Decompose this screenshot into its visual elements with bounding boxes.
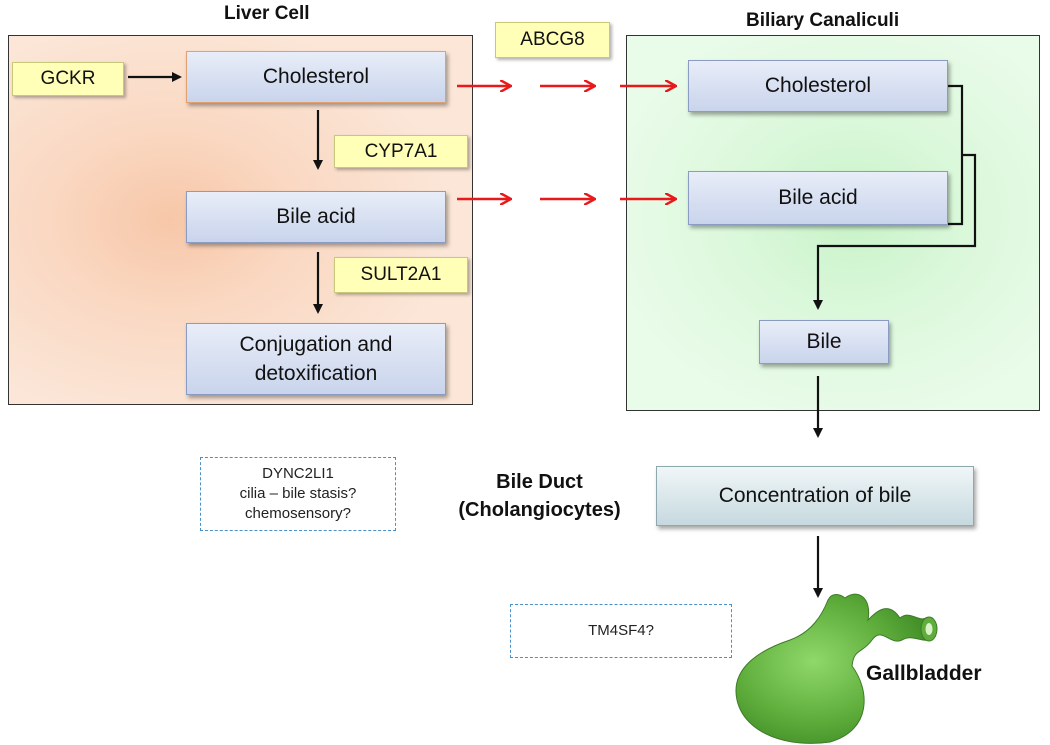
conjugation-box: Conjugation and detoxification [186, 323, 446, 395]
gckr-gene-label: GCKR [12, 62, 124, 96]
abcg8-gene-label: ABCG8 [495, 22, 610, 58]
biliary-bile-acid-box: Bile acid [688, 171, 948, 225]
sult2a1-gene-label: SULT2A1 [334, 257, 468, 293]
abcg8-text: ABCG8 [520, 29, 585, 50]
biliary-canaliculi-title: Biliary Canaliculi [746, 10, 900, 31]
tm4sf4-text: TM4SF4? [588, 621, 654, 639]
concentration-of-bile-box: Concentration of bile [656, 466, 974, 526]
arrow-merge-to-bile [813, 153, 977, 310]
concentration-label: Concentration of bile [718, 484, 912, 508]
dync2li1-line2: cilia – bile stasis? [239, 484, 357, 502]
liver-cell-title: Liver Cell [224, 3, 310, 24]
sult2a1-text: SULT2A1 [360, 264, 442, 285]
bile-box: Bile [759, 320, 889, 364]
conjugation-label-line2: detoxification [254, 362, 378, 385]
liver-cholesterol-box: Cholesterol [186, 51, 446, 103]
liver-cholesterol-label: Cholesterol [262, 65, 370, 89]
gallbladder-illustration [735, 593, 938, 744]
liver-bile-acid-box: Bile acid [186, 191, 446, 243]
bile-duct-title-line2: (Cholangiocytes) [458, 499, 621, 521]
conjugation-label-line1: Conjugation and [239, 332, 393, 356]
cyp7a1-gene-label: CYP7A1 [334, 135, 468, 168]
cyp7a1-text: CYP7A1 [364, 140, 438, 162]
liver-bile-acid-label: Bile acid [276, 205, 356, 229]
biliary-cholesterol-box: Cholesterol [688, 60, 948, 112]
merge-bracket [948, 84, 964, 226]
tm4sf4-note: TM4SF4? [510, 604, 732, 658]
dync2li1-line3: chemosensory? [245, 505, 351, 523]
biliary-cholesterol-label: Cholesterol [764, 74, 872, 98]
dync2li1-note: DYNC2LI1 cilia – bile stasis? chemosenso… [200, 457, 396, 531]
biliary-bile-acid-label: Bile acid [778, 186, 858, 210]
bile-label: Bile [806, 330, 842, 354]
bile-duct-title: Bile Duct (Cholangiocytes) [452, 468, 627, 524]
gckr-text: GCKR [40, 68, 96, 89]
bile-duct-title-line1: Bile Duct [496, 471, 583, 493]
gallbladder-title: Gallbladder [866, 662, 982, 685]
dync2li1-line1: DYNC2LI1 [262, 464, 334, 482]
